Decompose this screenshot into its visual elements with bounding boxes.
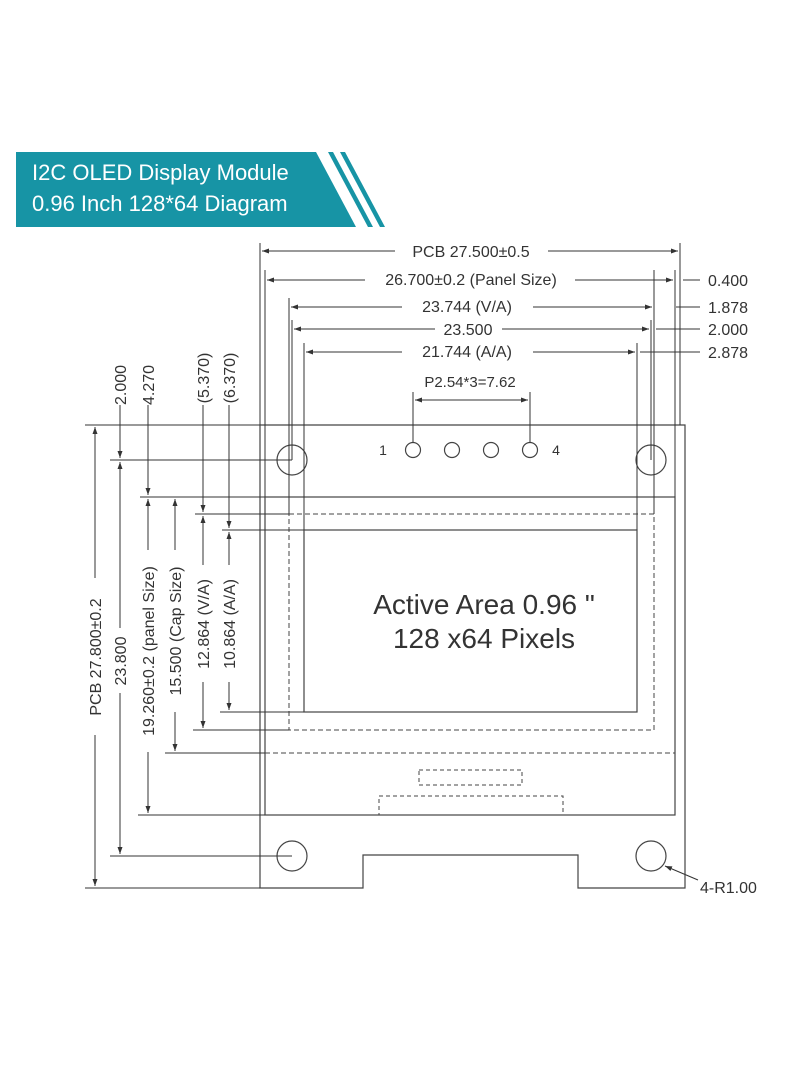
top-offset-5370-dimension: (5.370) — [196, 353, 213, 404]
aa-height-dimension: 10.864 (A/A) — [222, 579, 239, 669]
header-pin-1 — [404, 441, 422, 459]
top-offset-2000-dimension: 2.000 — [113, 365, 130, 405]
cap-width-dimension: 23.500 — [444, 322, 493, 339]
horizontal-dimension-lines — [262, 248, 700, 403]
cap-height-dimension: 15.500 (Cap Size) — [168, 567, 185, 696]
banner-background — [16, 152, 385, 227]
active-area-pixels-label: 128 x64 Pixels — [393, 623, 575, 654]
top-offset-4270-dimension: 4.270 — [141, 365, 158, 405]
va-height-dimension: 12.864 (V/A) — [196, 579, 213, 669]
offset-0400-dimension: 0.400 — [708, 273, 748, 290]
vertical-extension-lines — [85, 424, 304, 889]
hole-span-dimension: 23.800 — [113, 636, 130, 685]
viewing-area-outline — [288, 513, 655, 731]
top-offset-6370-dimension: (6.370) — [222, 353, 239, 404]
header-pin-3 — [482, 441, 500, 459]
active-area-outline — [303, 529, 638, 713]
header-pin-4 — [521, 441, 539, 459]
pcb-height-dimension: PCB 27.800±0.2 — [88, 598, 105, 715]
pin-pitch-dimension: P2.54*3=7.62 — [424, 374, 515, 391]
hole-radius-leader — [664, 865, 699, 881]
mounting-hole-bottom-right — [635, 840, 667, 872]
pin-1-label: 1 — [379, 442, 387, 458]
pcb-width-dimension: PCB 27.500±0.5 — [412, 244, 529, 261]
panel-width-dimension: 26.700±0.2 (Panel Size) — [385, 272, 557, 289]
pin-4-label: 4 — [552, 442, 560, 458]
panel-height-dimension: 19.260±0.2 (panel Size) — [141, 566, 158, 736]
ic-outline — [418, 769, 523, 786]
active-area-size-label: Active Area 0.96 " — [373, 589, 595, 620]
banner-title-line2: 0.96 Inch 128*64 Diagram — [32, 191, 288, 216]
aa-width-dimension: 21.744 (A/A) — [422, 344, 512, 361]
pcb-outline — [259, 424, 686, 889]
hole-radius-dimension: 4-R1.00 — [700, 880, 757, 897]
banner-title-line1: I2C OLED Display Module — [32, 160, 289, 185]
title-banner: I2C OLED Display Module 0.96 Inch 128*64… — [16, 152, 386, 227]
vertical-dimension-lines — [92, 405, 232, 886]
offset-2878-dimension: 2.878 — [708, 345, 748, 362]
offset-2000-dimension: 2.000 — [708, 322, 748, 339]
fpc-outline — [378, 795, 564, 816]
horizontal-extension-lines — [259, 243, 681, 530]
offset-1878-dimension: 1.878 — [708, 300, 748, 317]
panel-outline — [264, 496, 676, 816]
header-pin-2 — [443, 441, 461, 459]
va-width-dimension: 23.744 (V/A) — [422, 299, 512, 316]
